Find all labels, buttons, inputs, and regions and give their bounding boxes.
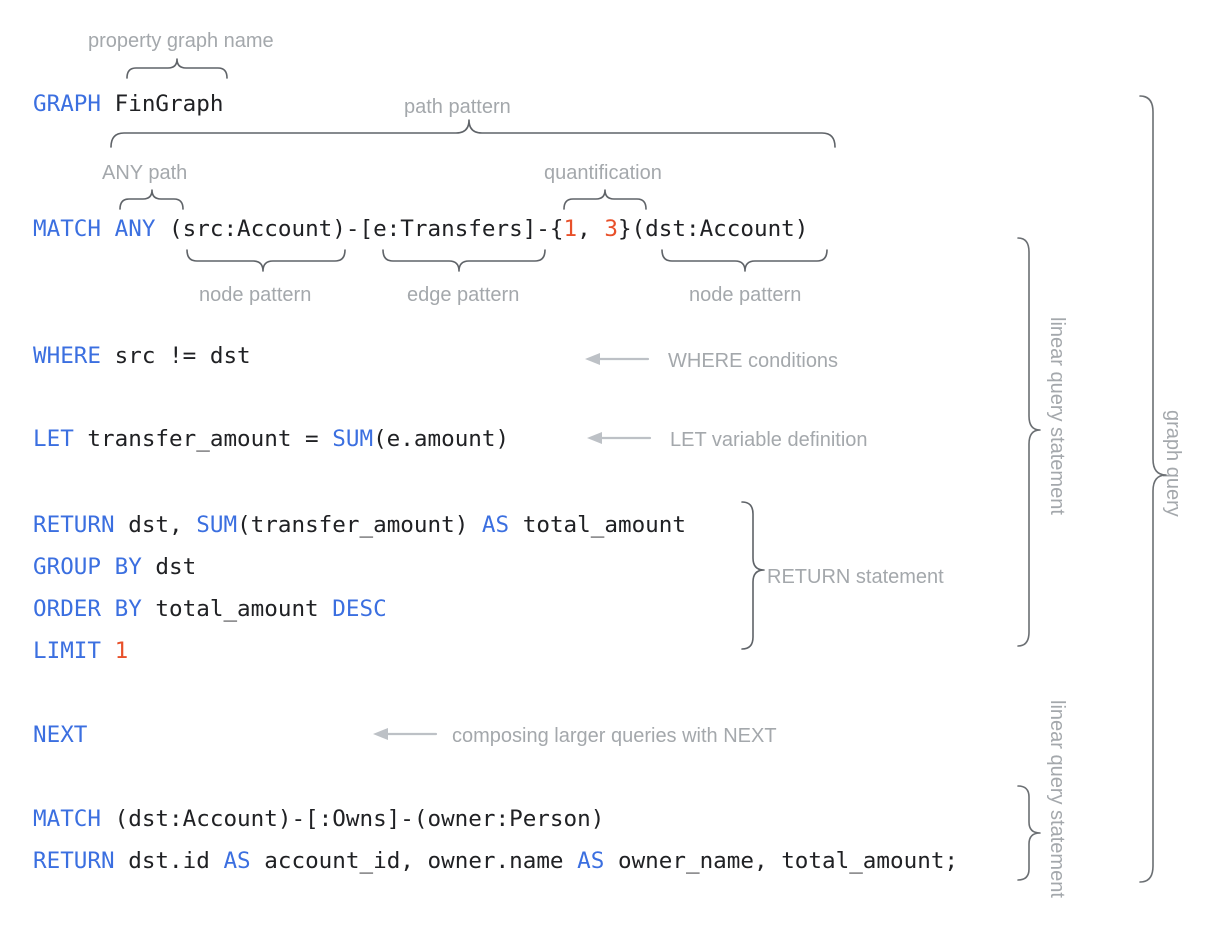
annotation-composing-with-next: composing larger queries with NEXT	[452, 725, 777, 747]
code-token: LIMIT	[33, 638, 102, 664]
brace-linear-query-statement-2	[1017, 785, 1041, 881]
code-line-let: LET transfer_amount = SUM(e.amount)	[33, 424, 509, 454]
code-token: transfer_amount =	[73, 426, 333, 452]
code-token: src != dst	[101, 343, 251, 369]
code-line-groupby: GROUP BY dst	[33, 552, 196, 582]
annotation-return-statement: RETURN statement	[767, 566, 944, 588]
annotation-graph-query: graph query	[1162, 410, 1184, 517]
annotation-let-variable-definition: LET variable definition	[670, 429, 868, 451]
code-token: }(dst:Account)	[617, 216, 809, 242]
code-token: FinGraph	[101, 91, 224, 117]
annotation-any-path: ANY path	[102, 162, 188, 184]
brace-node-pattern-2	[661, 249, 828, 272]
code-token: account_id, owner.name	[250, 848, 578, 874]
code-line-orderby: ORDER BY total_amount DESC	[33, 594, 387, 624]
code-token: AS	[577, 848, 605, 874]
code-line-return2: RETURN dst.id AS account_id, owner.name …	[33, 846, 958, 876]
annotation-node-pattern-2: node pattern	[689, 284, 802, 306]
code-token: dst,	[114, 512, 197, 538]
code-line-graph: GRAPH FinGraph	[33, 89, 223, 119]
annotation-linear-query-statement-1: linear query statement	[1046, 317, 1068, 515]
code-token: total_amount	[509, 512, 686, 538]
arrow-let-definition-head	[587, 432, 602, 444]
code-token: RETURN	[33, 512, 115, 538]
brace-path-pattern	[110, 119, 836, 148]
brace-property-graph-name	[126, 58, 228, 79]
code-token: NEXT	[33, 722, 88, 748]
brace-return-statement	[741, 501, 765, 650]
arrow-where-conditions-head	[585, 353, 600, 365]
code-line-match: MATCH ANY (src:Account)-[e:Transfers]-{1…	[33, 214, 808, 244]
code-token: RETURN	[33, 848, 115, 874]
code-token: (dst:Account)-[:Owns]-(owner:Person)	[101, 806, 605, 832]
annotation-quantification: quantification	[544, 162, 662, 184]
annotation-node-pattern-1: node pattern	[199, 284, 312, 306]
annotation-where-conditions: WHERE conditions	[668, 350, 839, 372]
code-line-return: RETURN dst, SUM(transfer_amount) AS tota…	[33, 510, 686, 540]
code-token	[101, 216, 115, 242]
code-token: LET	[33, 426, 74, 452]
code-token: WHERE	[33, 343, 102, 369]
brace-linear-query-statement-1	[1017, 237, 1041, 647]
brace-quantification	[563, 189, 647, 210]
code-token: dst.id	[114, 848, 224, 874]
code-token: ORDER BY	[33, 596, 142, 622]
code-token: (src:Account)-[e:Transfers]-{	[155, 216, 564, 242]
brace-edge-pattern	[382, 249, 546, 272]
code-token: AS	[481, 512, 510, 538]
code-token: 3	[604, 216, 618, 242]
code-token: GROUP BY	[33, 554, 142, 580]
code-line-match2: MATCH (dst:Account)-[:Owns]-(owner:Perso…	[33, 804, 604, 834]
annotation-edge-pattern: edge pattern	[407, 284, 520, 306]
code-token: SUM	[332, 426, 374, 452]
code-token: (e.amount)	[373, 426, 510, 452]
code-token	[101, 638, 115, 664]
code-token: DESC	[332, 596, 387, 622]
code-token: MATCH	[33, 216, 102, 242]
code-token: (transfer_amount)	[237, 512, 482, 538]
code-token: owner_name, total_amount;	[604, 848, 959, 874]
arrow-composing-next-head	[373, 728, 388, 740]
code-token: ANY	[114, 216, 156, 242]
code-token: SUM	[196, 512, 238, 538]
code-token: 1	[563, 216, 578, 242]
code-line-limit: LIMIT 1	[33, 636, 128, 666]
brace-any-path	[119, 189, 184, 210]
code-token: GRAPH	[33, 91, 102, 117]
code-line-next: NEXT	[33, 720, 87, 750]
code-token: 1	[114, 638, 129, 664]
annotation-property-graph-name: property graph name	[88, 30, 274, 52]
code-line-where: WHERE src != dst	[33, 341, 251, 371]
code-token: ,	[577, 216, 605, 242]
code-token: total_amount	[141, 596, 333, 622]
code-token: AS	[223, 848, 251, 874]
brace-node-pattern-1	[186, 249, 346, 272]
annotation-linear-query-statement-2: linear query statement	[1046, 700, 1068, 898]
code-token: dst	[141, 554, 197, 580]
code-token: MATCH	[33, 806, 102, 832]
annotation-path-pattern: path pattern	[404, 96, 511, 118]
